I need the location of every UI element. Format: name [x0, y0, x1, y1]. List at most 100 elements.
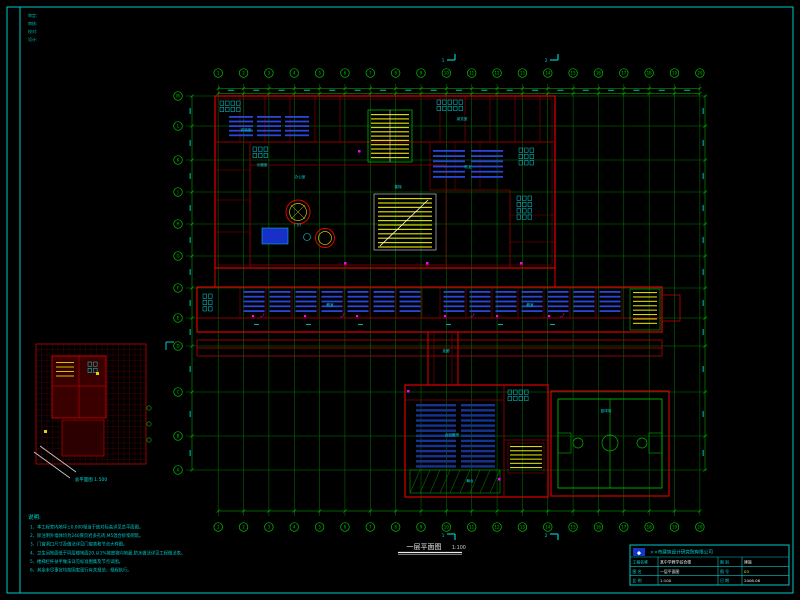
- note-line: 5、楼梯栏杆扶手做法详见标准图集及节点详图。: [30, 558, 123, 565]
- desk-rows: [285, 116, 309, 118]
- dim-tick: [469, 91, 474, 96]
- dim-value-blob: [582, 89, 589, 91]
- desk-rows: [373, 291, 395, 293]
- note-line: 6、其余未尽事宜均按国家现行有关规范、规程执行。: [30, 567, 132, 574]
- section-label: 1: [442, 58, 445, 64]
- desk-rows: [433, 150, 465, 152]
- grid-bubble: [517, 68, 528, 78]
- site-tree: [146, 421, 152, 427]
- tb-key: 图 名: [633, 569, 642, 574]
- room-label: 舞台: [466, 478, 474, 483]
- desk-rows: [495, 300, 517, 303]
- dim-tick: [419, 509, 423, 513]
- desk-rows: [257, 129, 281, 132]
- site-tree: [146, 405, 152, 411]
- door-mark: [498, 478, 501, 481]
- dim-tick: [703, 316, 707, 320]
- dim-tick: [368, 86, 373, 91]
- signoff-block: 审定: 审核: 校对: 设计:: [28, 12, 37, 42]
- desk-rows: [547, 295, 569, 298]
- desk-rows: [469, 295, 491, 298]
- grid-label: 8: [394, 525, 397, 530]
- grid-bubble: [238, 68, 249, 78]
- tb-value: 一层平面图: [660, 569, 680, 574]
- grid-label: H: [176, 222, 179, 227]
- desk-rows: [471, 176, 503, 178]
- desk-rows: [599, 291, 621, 293]
- desk-rows: [295, 295, 317, 298]
- stage-hatch: [459, 469, 471, 494]
- stair-tread: [510, 450, 542, 452]
- door-swing: [469, 312, 475, 318]
- grid-label: 12: [495, 71, 501, 76]
- dim-tick: [419, 91, 423, 96]
- dim-value-blob: [189, 140, 191, 146]
- seat-row: [416, 460, 456, 463]
- grid-bubble: [391, 68, 401, 78]
- grid-bubble: [517, 522, 528, 532]
- site-stair: [56, 371, 74, 372]
- dim-value-blob: [658, 89, 665, 91]
- top-block-outline: [214, 95, 556, 269]
- desk-rows: [599, 300, 621, 303]
- seat-row: [461, 419, 495, 422]
- grid-label: 3: [268, 71, 271, 76]
- site-dot: [44, 430, 47, 433]
- grid-bubble: [619, 522, 629, 532]
- stage-hatch: [419, 469, 431, 494]
- signoff-line: 审核:: [28, 20, 37, 26]
- stage-hatch: [429, 469, 441, 494]
- desk-rows: [433, 155, 465, 157]
- toilet-fixtures: [236, 100, 241, 106]
- dim-tick: [647, 509, 651, 513]
- notes-title: 说明:: [28, 513, 41, 521]
- grid-bubble: [173, 283, 183, 293]
- grid-label: 15: [571, 525, 577, 530]
- fixture-icon: [258, 146, 263, 152]
- site-fixture: [93, 361, 98, 367]
- stair-tread: [378, 202, 432, 204]
- seat-row: [416, 429, 456, 432]
- tb-drawing-number: 03: [744, 569, 749, 574]
- toilet-fixtures: [522, 195, 527, 201]
- seat-row: [461, 424, 495, 427]
- desk-rows: [285, 125, 309, 127]
- sill-mark: [306, 324, 311, 325]
- desk-rows: [573, 305, 595, 308]
- grid-label: 15: [571, 71, 577, 76]
- dim-tick: [647, 86, 651, 91]
- dim-value-blob: [684, 89, 691, 91]
- door-mark: [344, 262, 347, 265]
- door-mark: [426, 262, 429, 265]
- dim-tick: [545, 91, 550, 96]
- grid-label: 19: [672, 71, 678, 76]
- stair-tread: [633, 322, 657, 324]
- dim-tick: [190, 94, 194, 98]
- signoff-line: 审定:: [28, 12, 37, 18]
- dim-value-blob: [702, 205, 704, 211]
- grid-bubble: [173, 91, 183, 101]
- dim-tick: [216, 91, 221, 96]
- dim-value-blob: [189, 329, 191, 335]
- title-block: ◆ ××市建筑设计研究院有限公司 工程名称 某中学教学综合楼 图 别 建施 图 …: [629, 544, 790, 586]
- toilet-fixtures: [527, 202, 532, 207]
- tb-key: 比 例: [633, 578, 642, 583]
- desk-rows: [573, 310, 595, 312]
- tb-key: 日 期: [720, 578, 729, 583]
- fixture-icon: [453, 99, 458, 105]
- stage-hatch: [479, 469, 491, 494]
- dim-tick: [571, 91, 575, 96]
- stair-outline: [507, 442, 545, 474]
- dim-tick: [190, 190, 194, 194]
- fixture-icon: [263, 146, 268, 152]
- fixture-icon: [458, 99, 463, 105]
- toilet-fixtures: [230, 100, 235, 106]
- desk-rows: [433, 165, 465, 168]
- grid-bubble: [543, 522, 553, 532]
- door-swing: [559, 312, 565, 318]
- desk-rows: [599, 295, 621, 298]
- tb-key: 工程名称: [633, 560, 649, 565]
- grid-bubble: [173, 387, 183, 397]
